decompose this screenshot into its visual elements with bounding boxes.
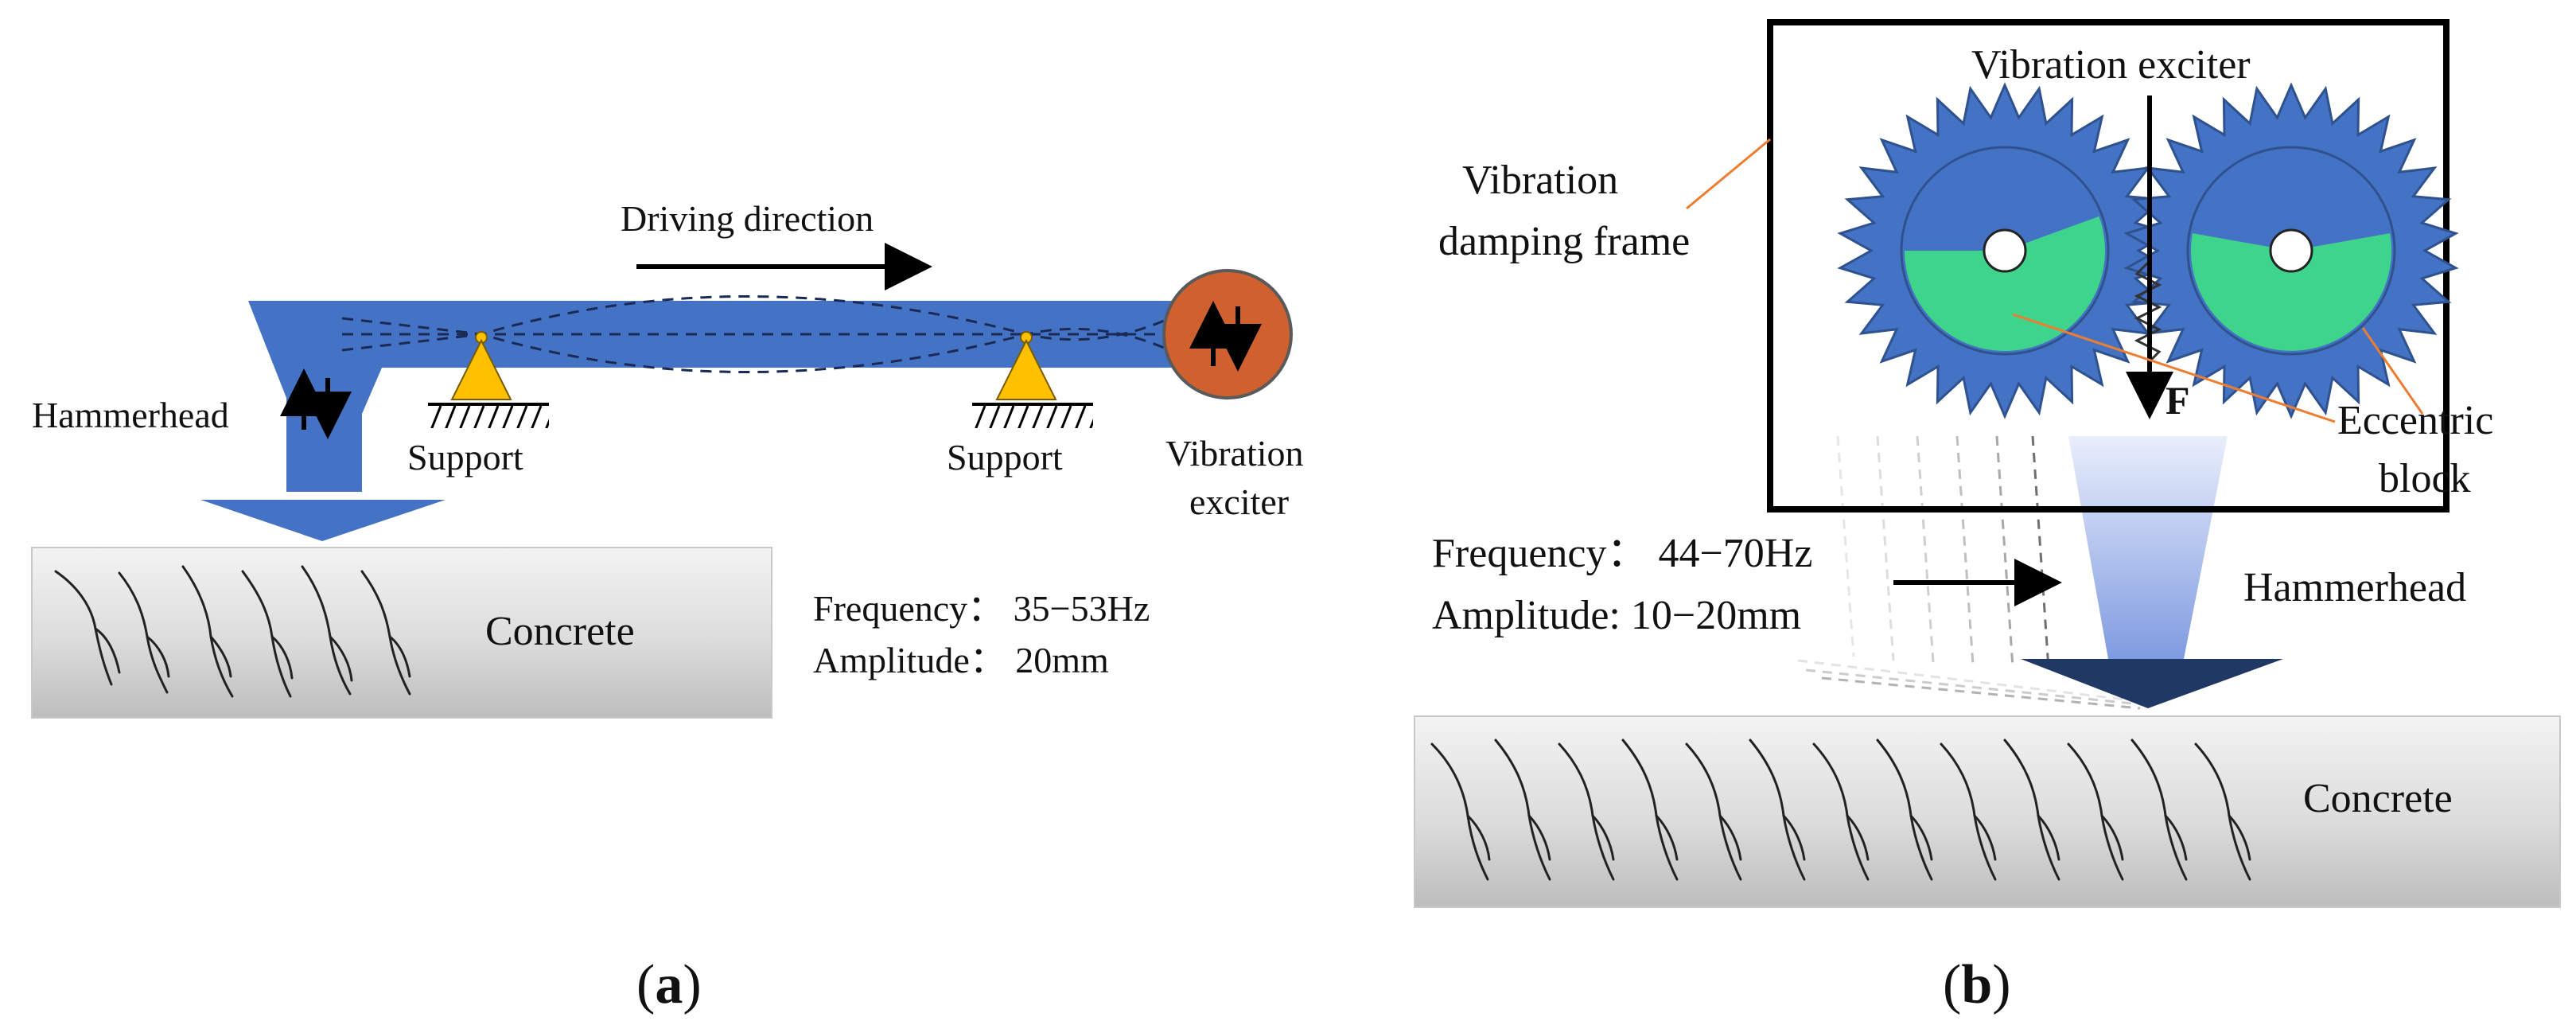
caption-a: (a) [636, 954, 702, 1015]
shaft-hole [2269, 228, 2313, 273]
frequency-label-a: Frequency： 35−53Hz [813, 588, 1150, 629]
exciter-label-a-1: Vibration [1165, 433, 1304, 474]
eccentric-label-1: Eccentric [2337, 398, 2493, 443]
exciter-motion-arrows-a [1189, 301, 1262, 372]
panel-a: Concrete Support Support [31, 198, 1304, 1015]
eccentric-label-2: block [2379, 456, 2471, 501]
eccentric-block [1905, 216, 2105, 351]
force-label: F [2165, 378, 2190, 423]
amplitude-label-a: Amplitude： 20mm [813, 640, 1109, 680]
concrete-label-a: Concrete [485, 609, 635, 654]
support-right-label: Support [947, 437, 1063, 477]
hammerhead-tip-a [200, 500, 446, 541]
eccentric-leader-left [2012, 313, 2336, 423]
shaft-hole [1983, 228, 2027, 273]
amplitude-label-b: Amplitude: 10−20mm [1432, 593, 1801, 638]
crack-group-a [54, 565, 411, 698]
exciter-label-a-2: exciter [1189, 481, 1289, 522]
vibration-exciter-label-b: Vibration exciter [1971, 42, 2251, 88]
motion-trail-ghosts [1797, 435, 2141, 710]
damping-frame-label-1: Vibration [1462, 158, 1618, 203]
hammerhead-label-a: Hammerhead [32, 395, 229, 435]
crack-group-b [1430, 739, 2251, 881]
eccentric-block [2191, 233, 2391, 351]
hammerhead-body-b [2068, 436, 2228, 659]
support-right [972, 331, 1093, 428]
concrete-label-b: Concrete [2303, 776, 2453, 821]
panel-b: Concrete Hammerhead Frequency： 44−70Hz A… [1414, 19, 2561, 1015]
driving-direction-label: Driving direction [621, 198, 874, 239]
support-left [428, 331, 549, 428]
gear-right [2123, 82, 2459, 419]
frequency-label-b: Frequency： 44−70Hz [1432, 531, 1812, 576]
vibration-exciter-a [1162, 269, 1293, 399]
concrete-slab-b [1414, 715, 2561, 908]
caption-b: (b) [1943, 954, 2011, 1015]
concrete-slab-a [31, 547, 772, 719]
eccentric-leader-right [2361, 327, 2424, 415]
gear-left [1837, 82, 2173, 419]
damping-frame-leader [1686, 138, 1771, 210]
hammer-motion-arrows-a [280, 368, 352, 439]
hammerhead-tip-b [2021, 659, 2283, 708]
damping-frame-label-2: damping frame [1438, 219, 1690, 264]
hammerhead-label-b: Hammerhead [2243, 565, 2466, 610]
support-left-label: Support [407, 437, 523, 477]
